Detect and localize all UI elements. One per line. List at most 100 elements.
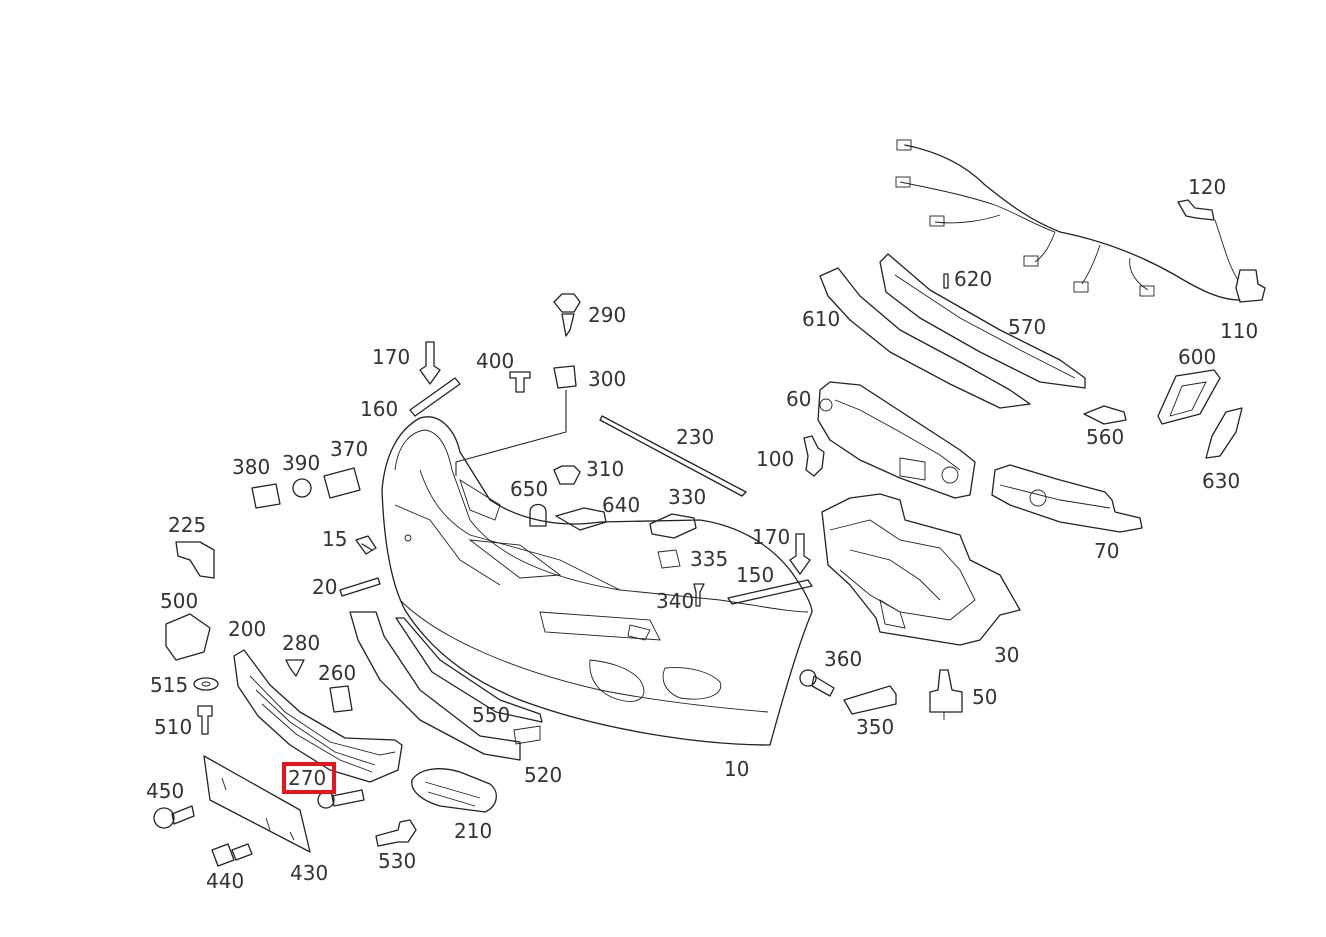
part-610-trim[interactable] bbox=[819, 267, 1031, 409]
part-70-absorber[interactable] bbox=[991, 464, 1143, 533]
callout-15: 15 bbox=[322, 527, 347, 551]
callout-160: 160 bbox=[360, 397, 398, 421]
part-210-grille[interactable] bbox=[411, 768, 497, 813]
part-620-clip[interactable] bbox=[943, 273, 949, 289]
callout-330: 330 bbox=[668, 485, 706, 509]
callout-620: 620 bbox=[954, 267, 992, 291]
callout-30: 30 bbox=[994, 643, 1019, 667]
callout-200: 200 bbox=[228, 617, 266, 641]
callout-300: 300 bbox=[588, 367, 626, 391]
part-200-grille[interactable] bbox=[233, 649, 403, 783]
callout-530: 530 bbox=[378, 849, 416, 873]
part-340-rivet[interactable] bbox=[693, 583, 705, 607]
callout-labels: 10 15 20 30 50 60 70 100 110 120 150 160… bbox=[146, 175, 1258, 893]
callout-400: 400 bbox=[476, 349, 514, 373]
part-160-strip[interactable] bbox=[409, 377, 461, 417]
callout-100: 100 bbox=[756, 447, 794, 471]
part-650-cap[interactable] bbox=[529, 503, 547, 527]
callout-170b: 170 bbox=[752, 525, 790, 549]
callout-280: 280 bbox=[282, 631, 320, 655]
part-290-bolt[interactable] bbox=[553, 293, 581, 337]
callout-310: 310 bbox=[586, 457, 624, 481]
part-30-carrier[interactable] bbox=[821, 493, 1021, 646]
callout-50: 50 bbox=[972, 685, 997, 709]
part-225-bracket[interactable] bbox=[175, 541, 215, 579]
callout-650: 650 bbox=[510, 477, 548, 501]
wiring-harness bbox=[895, 139, 1241, 301]
part-60-crossmember[interactable] bbox=[817, 381, 976, 499]
callout-225: 225 bbox=[168, 513, 206, 537]
part-370-sensor[interactable] bbox=[323, 467, 361, 499]
callout-60: 60 bbox=[786, 387, 811, 411]
callout-380: 380 bbox=[232, 455, 270, 479]
callout-600: 600 bbox=[1178, 345, 1216, 369]
callout-430: 430 bbox=[290, 861, 328, 885]
part-430-plate-bracket[interactable] bbox=[203, 755, 311, 853]
callout-110: 110 bbox=[1220, 319, 1258, 343]
part-630-cover[interactable] bbox=[1205, 407, 1243, 459]
callout-450: 450 bbox=[146, 779, 184, 803]
part-550-strip[interactable] bbox=[395, 617, 543, 723]
callout-610: 610 bbox=[802, 307, 840, 331]
callout-560: 560 bbox=[1086, 425, 1124, 449]
callout-360: 360 bbox=[824, 647, 862, 671]
callout-290: 290 bbox=[588, 303, 626, 327]
highlight-box-270 bbox=[282, 762, 336, 794]
callout-390: 390 bbox=[282, 451, 320, 475]
part-260-plate[interactable] bbox=[329, 685, 353, 713]
part-150-strip[interactable] bbox=[727, 579, 813, 605]
callout-510: 510 bbox=[154, 715, 192, 739]
callout-70: 70 bbox=[1094, 539, 1119, 563]
callout-260: 260 bbox=[318, 661, 356, 685]
part-310-nut[interactable] bbox=[553, 465, 581, 485]
part-400-screw[interactable] bbox=[509, 371, 531, 393]
callout-10: 10 bbox=[724, 757, 749, 781]
callout-440: 440 bbox=[206, 869, 244, 893]
callout-630: 630 bbox=[1202, 469, 1240, 493]
part-600-cover[interactable] bbox=[1157, 369, 1221, 425]
part-120-plug[interactable] bbox=[1177, 199, 1215, 221]
callout-370: 370 bbox=[330, 437, 368, 461]
part-520-strip[interactable] bbox=[349, 611, 541, 761]
part-170b-rivet[interactable] bbox=[789, 533, 811, 575]
callout-230: 230 bbox=[676, 425, 714, 449]
callout-170a: 170 bbox=[372, 345, 410, 369]
part-560-bracket[interactable] bbox=[1083, 405, 1127, 425]
callout-20: 20 bbox=[312, 575, 337, 599]
callout-270: 270 bbox=[288, 766, 326, 790]
part-510-bolt[interactable] bbox=[197, 705, 213, 735]
part-450-screw[interactable] bbox=[153, 805, 195, 829]
callout-520: 520 bbox=[524, 763, 562, 787]
part-300-bushing[interactable] bbox=[455, 365, 577, 476]
part-330-bracket[interactable] bbox=[649, 513, 697, 539]
part-20-strip[interactable] bbox=[339, 577, 381, 597]
part-10-bumper-cover[interactable] bbox=[381, 416, 813, 746]
part-110-sensor[interactable] bbox=[1235, 269, 1266, 303]
part-50-pin[interactable] bbox=[929, 669, 963, 720]
callout-340: 340 bbox=[656, 589, 694, 613]
part-390-ring[interactable] bbox=[292, 478, 312, 498]
callout-570: 570 bbox=[1008, 315, 1046, 339]
part-515-washer[interactable] bbox=[193, 677, 219, 691]
callout-500: 500 bbox=[160, 589, 198, 613]
callout-515: 515 bbox=[150, 673, 188, 697]
part-380-bracket[interactable] bbox=[251, 483, 281, 509]
part-640-plate[interactable] bbox=[555, 507, 607, 531]
callout-210: 210 bbox=[454, 819, 492, 843]
part-570-trim[interactable] bbox=[879, 253, 1086, 389]
callout-335: 335 bbox=[690, 547, 728, 571]
part-500-bracket[interactable] bbox=[165, 613, 211, 661]
part-280-clip[interactable] bbox=[285, 659, 305, 677]
callout-150: 150 bbox=[736, 563, 774, 587]
callout-120: 120 bbox=[1188, 175, 1226, 199]
part-350-bracket[interactable] bbox=[843, 685, 897, 715]
part-335-clip[interactable] bbox=[657, 549, 681, 569]
part-170a-rivet[interactable] bbox=[419, 341, 441, 385]
part-360-screw[interactable] bbox=[799, 669, 835, 697]
part-15-clip[interactable] bbox=[355, 535, 377, 555]
callout-640: 640 bbox=[602, 493, 640, 517]
part-100-bracket[interactable] bbox=[803, 435, 825, 477]
part-530-clip[interactable] bbox=[375, 819, 417, 847]
part-230-strip[interactable] bbox=[599, 415, 747, 497]
part-440-bolt[interactable] bbox=[211, 843, 253, 867]
